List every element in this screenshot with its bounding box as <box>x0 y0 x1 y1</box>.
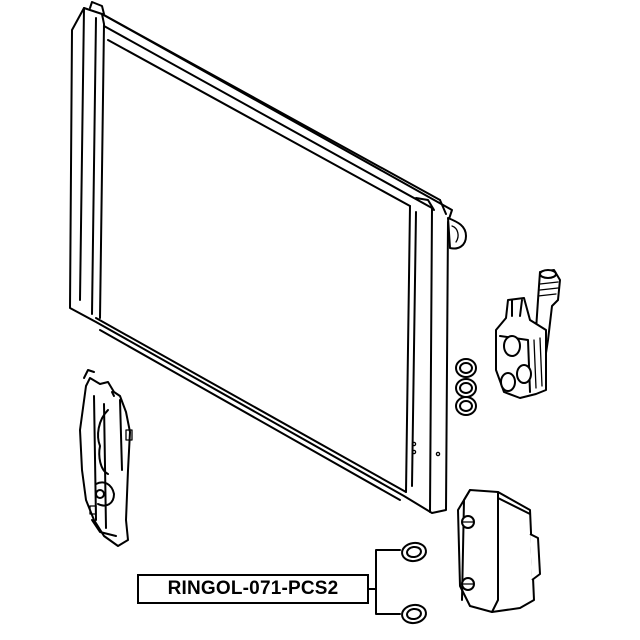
highlighted-o-rings <box>401 541 427 625</box>
expansion-tank <box>457 489 541 613</box>
leader-lines <box>367 549 401 615</box>
radiator-outlet-pipe <box>447 217 467 250</box>
radiator-core <box>69 1 453 514</box>
o-ring-stack <box>455 358 477 416</box>
left-side-bracket <box>79 369 133 547</box>
thermostat-housing <box>495 269 561 399</box>
part-number-label: RINGOL-071-PCS2 <box>137 574 369 604</box>
